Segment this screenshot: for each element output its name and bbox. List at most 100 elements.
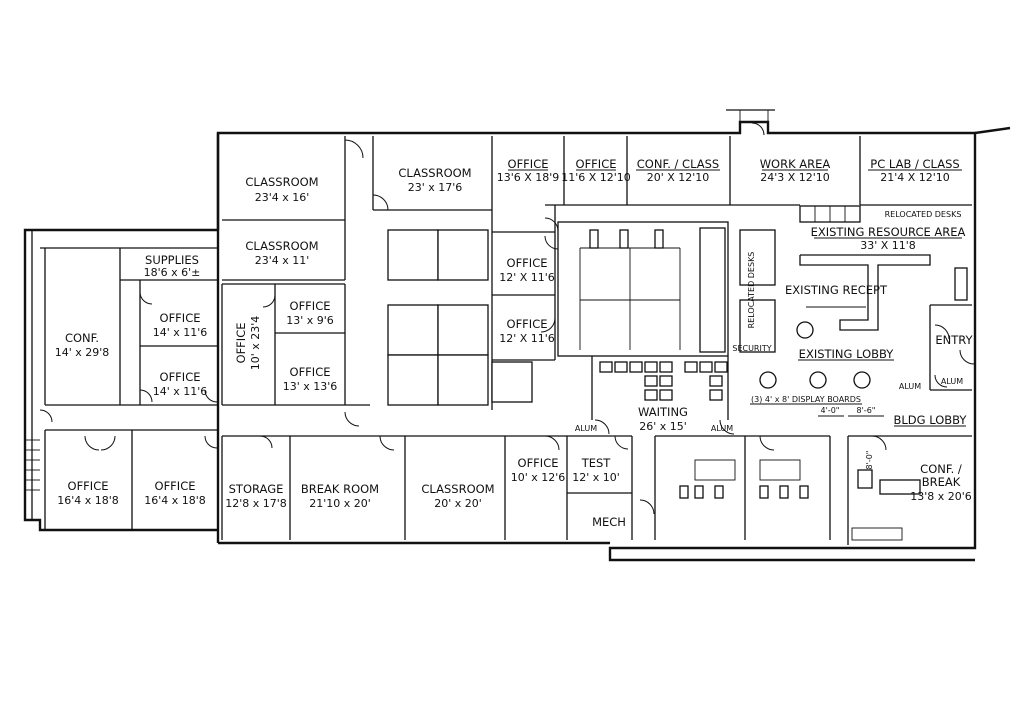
reception-desk xyxy=(799,205,968,331)
room-dims: 14' x 11'6 xyxy=(153,385,208,398)
room-dims: 20' x 20' xyxy=(434,497,482,510)
room-pc-lab: PC LAB / CLASS 21'4 X 12'10 xyxy=(868,157,962,184)
room-office-s: OFFICE 10' x 12'6 xyxy=(511,456,566,484)
room-break-room: BREAK ROOM 21'10 x 20' xyxy=(301,482,379,510)
room-name: OFFICE xyxy=(160,311,201,325)
room-dims: 23'4 x 16' xyxy=(255,191,310,204)
room-name: WAITING xyxy=(638,405,688,419)
room-name: CONF. xyxy=(65,331,99,345)
room-name: CLASSROOM xyxy=(245,175,318,189)
label-relocated-desks-1: RELOCATED DESKS xyxy=(885,210,962,219)
room-name: ENTRY xyxy=(935,333,973,347)
room-dims: 14' x 11'6 xyxy=(153,326,208,339)
room-mech: MECH xyxy=(592,515,626,529)
room-office-sw2: OFFICE 16'4 x 18'8 xyxy=(144,479,206,507)
room-conf-w: CONF. 14' x 29'8 xyxy=(55,331,110,359)
room-office-h: OFFICE 12' X 11'6 xyxy=(499,317,555,345)
room-storage: STORAGE 12'8 x 17'8 xyxy=(225,482,287,510)
room-entry: ENTRY xyxy=(935,333,973,347)
room-test: TEST 12' x 10' xyxy=(572,456,620,484)
annotations: ALUM ALUM ALUM ALUM 4'-0" 8'-6" 8'-0" xyxy=(575,377,963,469)
room-name: OFFICE xyxy=(290,299,331,313)
room-office-b: OFFICE 11'6 X 12'10 xyxy=(561,157,631,184)
room-classroom-c: CLASSROOM 23' x 17'6 xyxy=(398,166,471,194)
dimension-label: 8'-0" xyxy=(865,451,874,470)
room-office-g: OFFICE 12' X 11'6 xyxy=(499,256,555,284)
room-dims: 10' x 12'6 xyxy=(511,471,566,484)
room-name: EXISTING RESOURCE AREA xyxy=(811,225,966,239)
room-dims: 26' x 15' xyxy=(639,420,687,433)
room-dims: 12' x 10' xyxy=(572,471,620,484)
room-dims: 20' X 12'10 xyxy=(647,171,710,184)
room-conf-break: CONF. / BREAK 13'8 x 20'6 xyxy=(910,462,972,503)
room-office-a: OFFICE 13'6 X 18'9 xyxy=(497,157,560,184)
room-dims: 12' X 11'6 xyxy=(499,271,555,284)
room-name: CLASSROOM xyxy=(245,239,318,253)
room-name: OFFICE xyxy=(508,157,549,171)
room-name: WORK AREA xyxy=(760,157,831,171)
room-resource-area: EXISTING RESOURCE AREA 33' X 11'8 xyxy=(811,225,966,252)
room-dims: 12'8 x 17'8 xyxy=(225,497,287,510)
dimension-label: 4'-0" xyxy=(821,406,840,415)
svg-text:RELOCATED DESKS: RELOCATED DESKS xyxy=(747,252,756,329)
label-relocated-desks-2: RELOCATED DESKS xyxy=(747,252,756,329)
room-name: CLASSROOM xyxy=(398,166,471,180)
room-name: PC LAB / CLASS xyxy=(870,157,959,171)
room-dims: 21'10 x 20' xyxy=(309,497,371,510)
room-supplies: SUPPLIES 18'6 x 6'± xyxy=(144,253,201,279)
room-dims: 21'4 X 12'10 xyxy=(880,171,950,184)
svg-text:(3) 4' x 8' DISPLAY BOARDS: (3) 4' x 8' DISPLAY BOARDS xyxy=(751,395,861,404)
room-name: STORAGE xyxy=(229,482,284,496)
label-display-boards: (3) 4' x 8' DISPLAY BOARDS xyxy=(750,395,862,405)
room-name: TEST xyxy=(581,456,612,470)
room-name: OFFICE xyxy=(234,323,248,364)
room-dims: 12' X 11'6 xyxy=(499,332,555,345)
svg-text:SECURITY: SECURITY xyxy=(732,344,771,353)
room-office-e: OFFICE 13' x 9'6 xyxy=(286,299,334,327)
room-name: OFFICE xyxy=(155,479,196,493)
room-classroom-w2: CLASSROOM 23'4 x 11' xyxy=(245,239,318,267)
room-name: CLASSROOM xyxy=(421,482,494,496)
room-dims: 10' x 23'4 xyxy=(249,316,262,371)
room-dims: 14' x 29'8 xyxy=(55,346,110,359)
room-waiting: WAITING 26' x 15' xyxy=(638,405,688,433)
exterior-walls xyxy=(23,109,1011,562)
room-name: OFFICE xyxy=(68,479,109,493)
room-dims: 13'8 x 20'6 xyxy=(910,490,972,503)
label-security: SECURITY xyxy=(732,344,771,353)
room-work-area: WORK AREA 24'3 X 12'10 xyxy=(760,157,831,184)
room-name: EXISTING LOBBY xyxy=(799,347,895,361)
room-dims: 24'3 X 12'10 xyxy=(760,171,830,184)
room-dims: 16'4 x 18'8 xyxy=(144,494,206,507)
restroom-fixtures xyxy=(679,459,921,541)
dimension-label: 8'-6" xyxy=(857,406,876,415)
waiting-seats xyxy=(599,361,728,401)
room-bldg-lobby: BLDG LOBBY xyxy=(894,413,968,427)
room-existing-lobby: EXISTING LOBBY xyxy=(798,347,894,361)
room-dims: 13' x 9'6 xyxy=(286,314,334,327)
alum-label: ALUM xyxy=(899,382,921,391)
room-dims: 13'6 X 18'9 xyxy=(497,171,560,184)
west-stairs xyxy=(25,439,40,491)
room-name: MECH xyxy=(592,515,626,529)
room-name: OFFICE xyxy=(507,256,548,270)
doors xyxy=(39,122,975,515)
room-dims: 11'6 X 12'10 xyxy=(561,171,631,184)
room-office-long: OFFICE 10' x 23'4 xyxy=(234,316,262,371)
room-classroom-s: CLASSROOM 20' x 20' xyxy=(421,482,494,510)
room-dims: 16'4 x 18'8 xyxy=(57,494,119,507)
lobby-tables xyxy=(759,321,871,389)
room-office-c: OFFICE 14' x 11'6 xyxy=(153,311,208,339)
room-name: BREAK ROOM xyxy=(301,482,379,496)
alum-label: ALUM xyxy=(941,377,963,386)
room-conf-class: CONF. / CLASS 20' X 12'10 xyxy=(636,157,720,184)
room-name: OFFICE xyxy=(160,370,201,384)
alum-label: ALUM xyxy=(575,424,597,433)
room-existing-recept: EXISTING RECEPT xyxy=(785,283,888,308)
room-name: CONF. / xyxy=(920,462,962,476)
cubicles-west xyxy=(387,229,533,406)
room-name: OFFICE xyxy=(576,157,617,171)
room-office-f: OFFICE 13' x 13'6 xyxy=(283,365,338,393)
room-name: OFFICE xyxy=(518,456,559,470)
room-name: CONF. / CLASS xyxy=(637,157,719,171)
